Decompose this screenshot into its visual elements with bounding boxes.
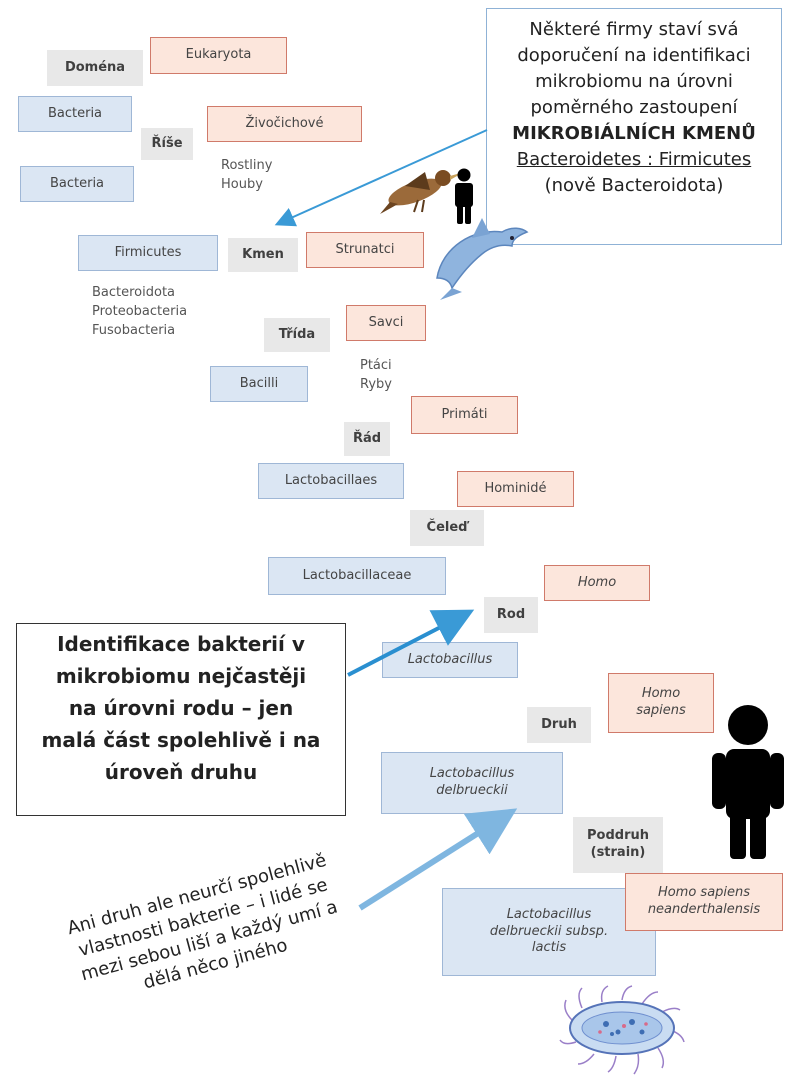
arrow-to-phylum — [274, 129, 488, 227]
rank-kingdom: Říše — [141, 128, 193, 160]
human-class-other: Ryby — [360, 377, 392, 392]
callout-left-line: úroveň druhu — [104, 760, 258, 784]
human-domain-box: Eukaryota — [150, 37, 287, 74]
callout-top-line: (nově Bacteroidota) — [544, 175, 724, 196]
bacteria-phylum-other: Fusobacteria — [92, 323, 176, 338]
callout-left-line: Identifikace bakterií v — [57, 632, 305, 656]
callout-top-emphasis: MIKROBIÁLNÍCH KMENŮ — [512, 123, 756, 144]
bacterium-icon — [559, 985, 685, 1075]
rank-family: Čeleď — [410, 510, 484, 546]
rank-subspecies: Poddruh (strain) — [573, 817, 663, 873]
human-order-box: Primáti — [411, 396, 518, 434]
rank-species: Druh — [527, 707, 591, 743]
rank-phylum: Kmen — [228, 238, 298, 272]
bacteria-domain-box: Bacteria — [20, 166, 134, 202]
rank-subspecies-line: (strain) — [590, 845, 646, 860]
bacteria-phylum-other: Proteobacteria — [92, 304, 188, 319]
bacteria-species-box: Lactobacillus delbrueckii — [381, 752, 563, 814]
human-subspecies-box: Homo sapiens neanderthalensis — [625, 873, 783, 931]
bacteria-class-box: Bacilli — [210, 366, 308, 402]
human-subspecies-line: neanderthalensis — [647, 902, 761, 917]
bacteria-species-line: delbrueckii — [436, 783, 508, 798]
arrow-to-species — [358, 808, 518, 911]
bacteria-subspecies-line: delbrueckii subsp. — [489, 923, 609, 939]
human-species-line: sapiens — [636, 703, 686, 718]
callout-left-line: mikrobiomu nejčastěji — [55, 664, 307, 688]
bacteria-order-box: Lactobacillaes — [258, 463, 404, 499]
human-kingdom-other: Houby — [221, 177, 263, 192]
rank-class: Třída — [264, 318, 330, 352]
bacteria-phylum-others: Bacteroidota Proteobacteria Fusobacteria — [92, 283, 187, 340]
person-icon — [455, 168, 473, 224]
human-class-box: Savci — [346, 305, 426, 341]
rank-order: Řád — [344, 422, 390, 456]
callout-top-line: doporučení na identifikaci — [517, 45, 751, 66]
bird-icon — [380, 170, 464, 214]
human-kingdom-box: Živočichové — [207, 106, 362, 142]
human-genus-box: Homo — [544, 565, 650, 601]
human-subspecies-line: Homo sapiens — [657, 885, 751, 901]
bacteria-species-line: Lactobacillus — [429, 766, 515, 782]
bacteria-phylum-box: Firmicutes — [78, 235, 218, 271]
callout-phyla-note: Některé firmy staví svá doporučení na id… — [486, 8, 782, 245]
human-kingdom-other: Rostliny — [221, 158, 273, 173]
dolphin-icon — [436, 218, 529, 300]
person-large-icon — [712, 705, 784, 859]
arrow-to-genus — [347, 609, 475, 677]
human-family-box: Hominidé — [457, 471, 574, 507]
human-kingdom-others: Rostliny Houby — [221, 156, 272, 194]
callout-left-line: na úrovni rodu – jen — [68, 696, 294, 720]
rank-subspecies-line: Poddruh — [587, 828, 649, 844]
callout-top-ratio: Bacteroidetes : Firmicutes — [516, 149, 752, 170]
bacteria-genus-box: Lactobacillus — [382, 642, 518, 678]
rank-genus: Rod — [484, 597, 538, 633]
human-class-other: Ptáci — [360, 358, 392, 373]
human-class-others: Ptáci Ryby — [360, 356, 392, 394]
bacteria-family-box: Lactobacillaceae — [268, 557, 446, 595]
callout-top-line: Některé firmy staví svá — [529, 19, 739, 40]
callout-left-line: malá část spolehlivě i na — [41, 728, 321, 752]
human-phylum-box: Strunatci — [306, 232, 424, 268]
bacteria-subspecies-box: Lactobacillus delbrueckii subsp. lactis — [442, 888, 656, 976]
callout-top-line: poměrného zastoupení — [530, 97, 738, 118]
bacteria-domain-box: Bacteria — [18, 96, 132, 132]
callout-genus-note: Identifikace bakterií v mikrobiomu nejča… — [16, 623, 346, 816]
bacteria-subspecies-line: Lactobacillus — [506, 906, 592, 922]
callout-top-line: mikrobiomu na úrovni — [535, 71, 733, 92]
bacteria-phylum-other: Bacteroidota — [92, 285, 176, 300]
bacteria-subspecies-line: lactis — [531, 940, 567, 956]
human-species-box: Homo sapiens — [608, 673, 714, 733]
human-species-line: Homo — [641, 686, 681, 702]
rank-domain: Doména — [47, 50, 143, 86]
